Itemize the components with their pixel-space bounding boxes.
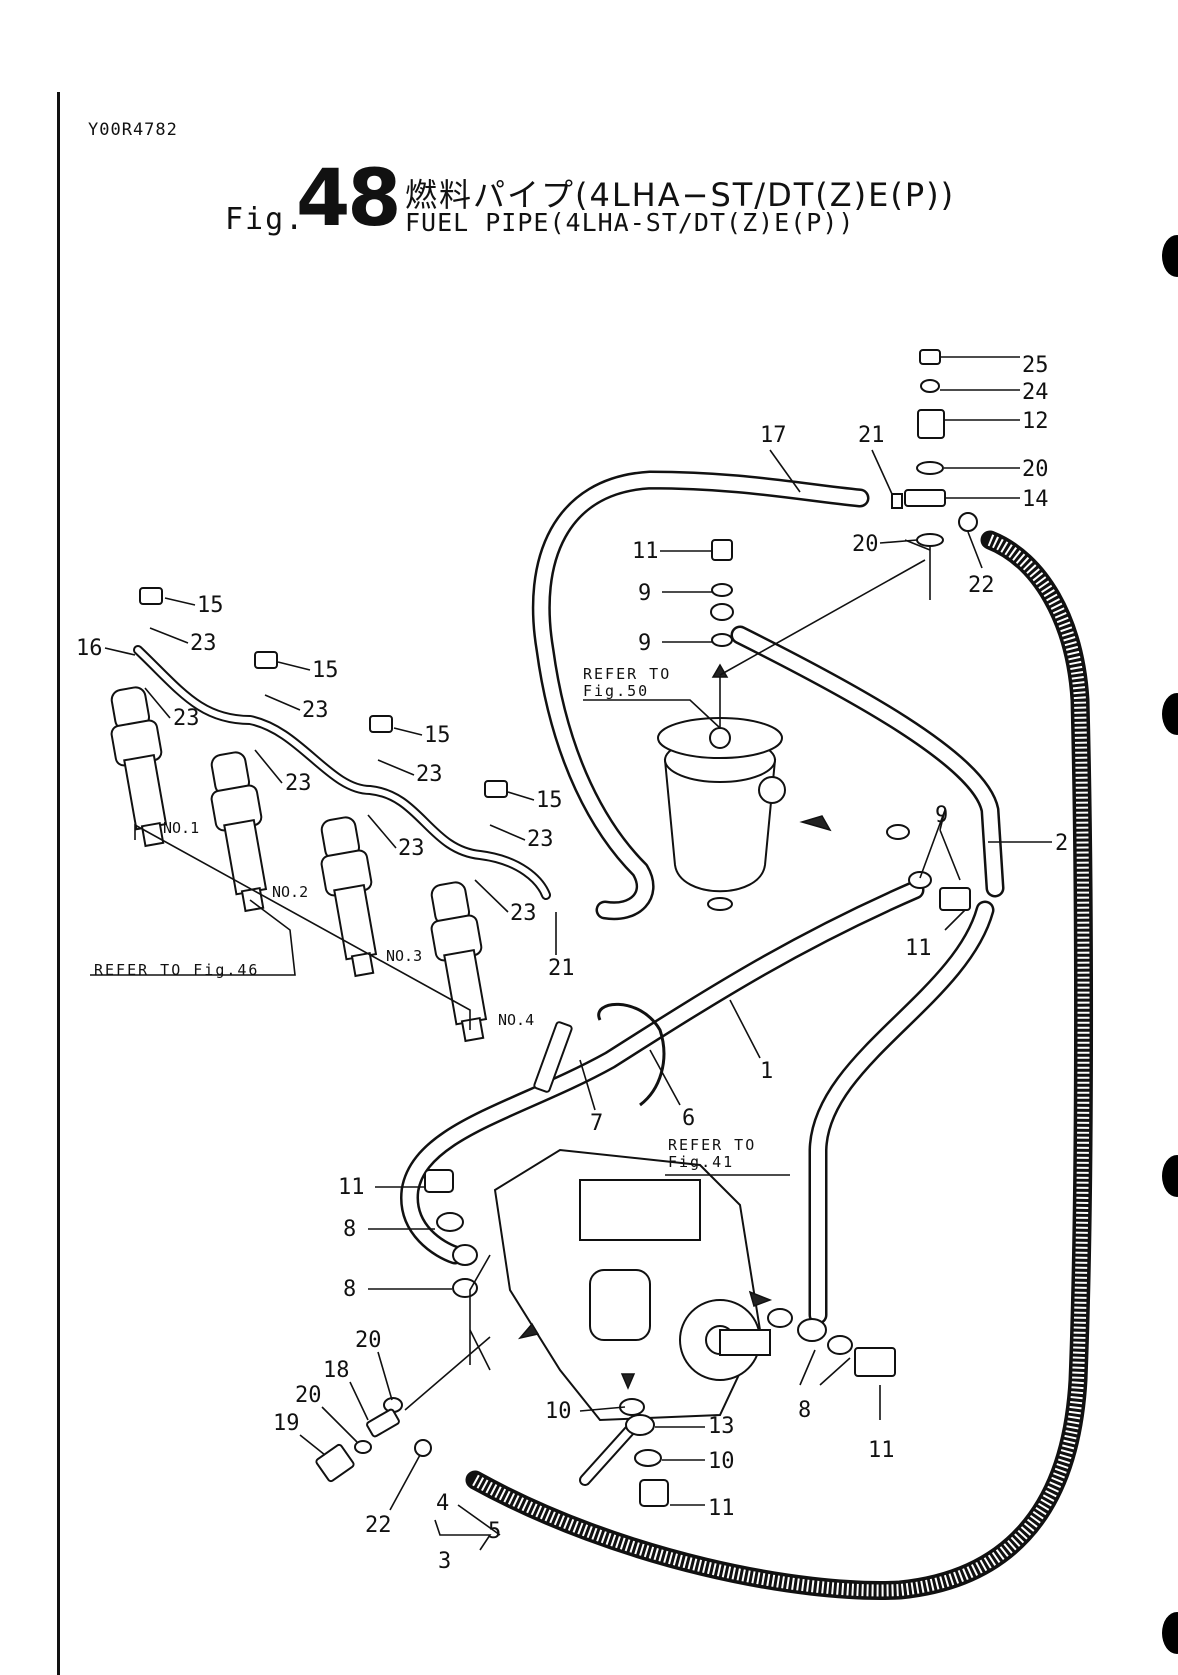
callout-21: 21 [548,956,575,981]
injector-nozzle-3 [314,815,387,979]
callout-19: 19 [273,1411,300,1436]
callout-9: 9 [638,631,651,656]
callout-15: 15 [197,593,224,618]
refer-to-fig50-line2: Fig.50 [583,682,649,700]
pipe-filter-to-feed [740,635,995,888]
pipe-2-fuel-hose-long [475,540,1084,1590]
callout-22: 22 [365,1513,392,1538]
injector-nozzle-4 [424,880,497,1044]
callout-22: 22 [968,573,995,598]
refer-to-fig41-line2: Fig.41 [668,1153,734,1171]
callout-8: 8 [798,1398,811,1423]
callout-23: 23 [190,631,217,656]
callout-15: 15 [424,723,451,748]
callout-23: 23 [510,901,537,926]
callout-24: 24 [1022,380,1049,405]
callout-23: 23 [527,827,554,852]
callout-13: 13 [708,1414,735,1439]
callout-20: 20 [355,1328,382,1353]
callout-11: 11 [708,1496,735,1521]
injector-label-no1: NO.1 [163,819,199,837]
callout-23: 23 [416,762,443,787]
callout-21: 21 [858,423,885,448]
callout-10: 10 [708,1449,735,1474]
injector-nozzle-2 [204,750,277,914]
callout-23: 23 [173,706,200,731]
callout-2: 2 [1055,831,1068,856]
callout-3: 3 [438,1549,451,1574]
callout-4: 4 [436,1491,449,1516]
callout-20: 20 [1022,457,1049,482]
callout-15: 15 [536,788,563,813]
callout-1: 1 [760,1059,773,1084]
callout-9: 9 [935,803,948,828]
callout-20: 20 [295,1383,322,1408]
refer-to-fig50-line1: REFER TO [583,665,671,683]
injector-label-no4: NO.4 [498,1011,534,1029]
callout-17: 17 [760,423,787,448]
callout-23: 23 [398,836,425,861]
callout-8: 8 [343,1277,356,1302]
callout-11: 11 [632,539,659,564]
callout-11: 11 [338,1175,365,1200]
callout-16: 16 [76,636,103,661]
callout-12: 12 [1022,409,1049,434]
callout-8: 8 [343,1217,356,1242]
callout-20: 20 [852,532,879,557]
callout-23: 23 [285,771,312,796]
fuel-filter-assembly [658,665,830,910]
injector-label-no2: NO.2 [272,883,308,901]
callout-6: 6 [682,1106,695,1131]
pipe-13-drain [585,1430,630,1480]
callout-7: 7 [590,1111,603,1136]
refer-to-fig41-line1: REFER TO [668,1136,756,1154]
injector-label-no3: NO.3 [386,947,422,965]
callout-18: 18 [323,1358,350,1383]
pipe-lower-return [818,910,985,1315]
callout-5: 5 [488,1519,501,1544]
callout-14: 14 [1022,487,1049,512]
callout-15: 15 [312,658,339,683]
refer-to-fig46: REFER TO Fig.46 [94,961,259,979]
callout-23: 23 [302,698,329,723]
callout-11: 11 [868,1438,895,1463]
callout-9: 9 [638,581,651,606]
callout-25: 25 [1022,353,1049,378]
callout-10: 10 [545,1399,572,1424]
injection-pump [495,1150,770,1420]
callout-11: 11 [905,936,932,961]
